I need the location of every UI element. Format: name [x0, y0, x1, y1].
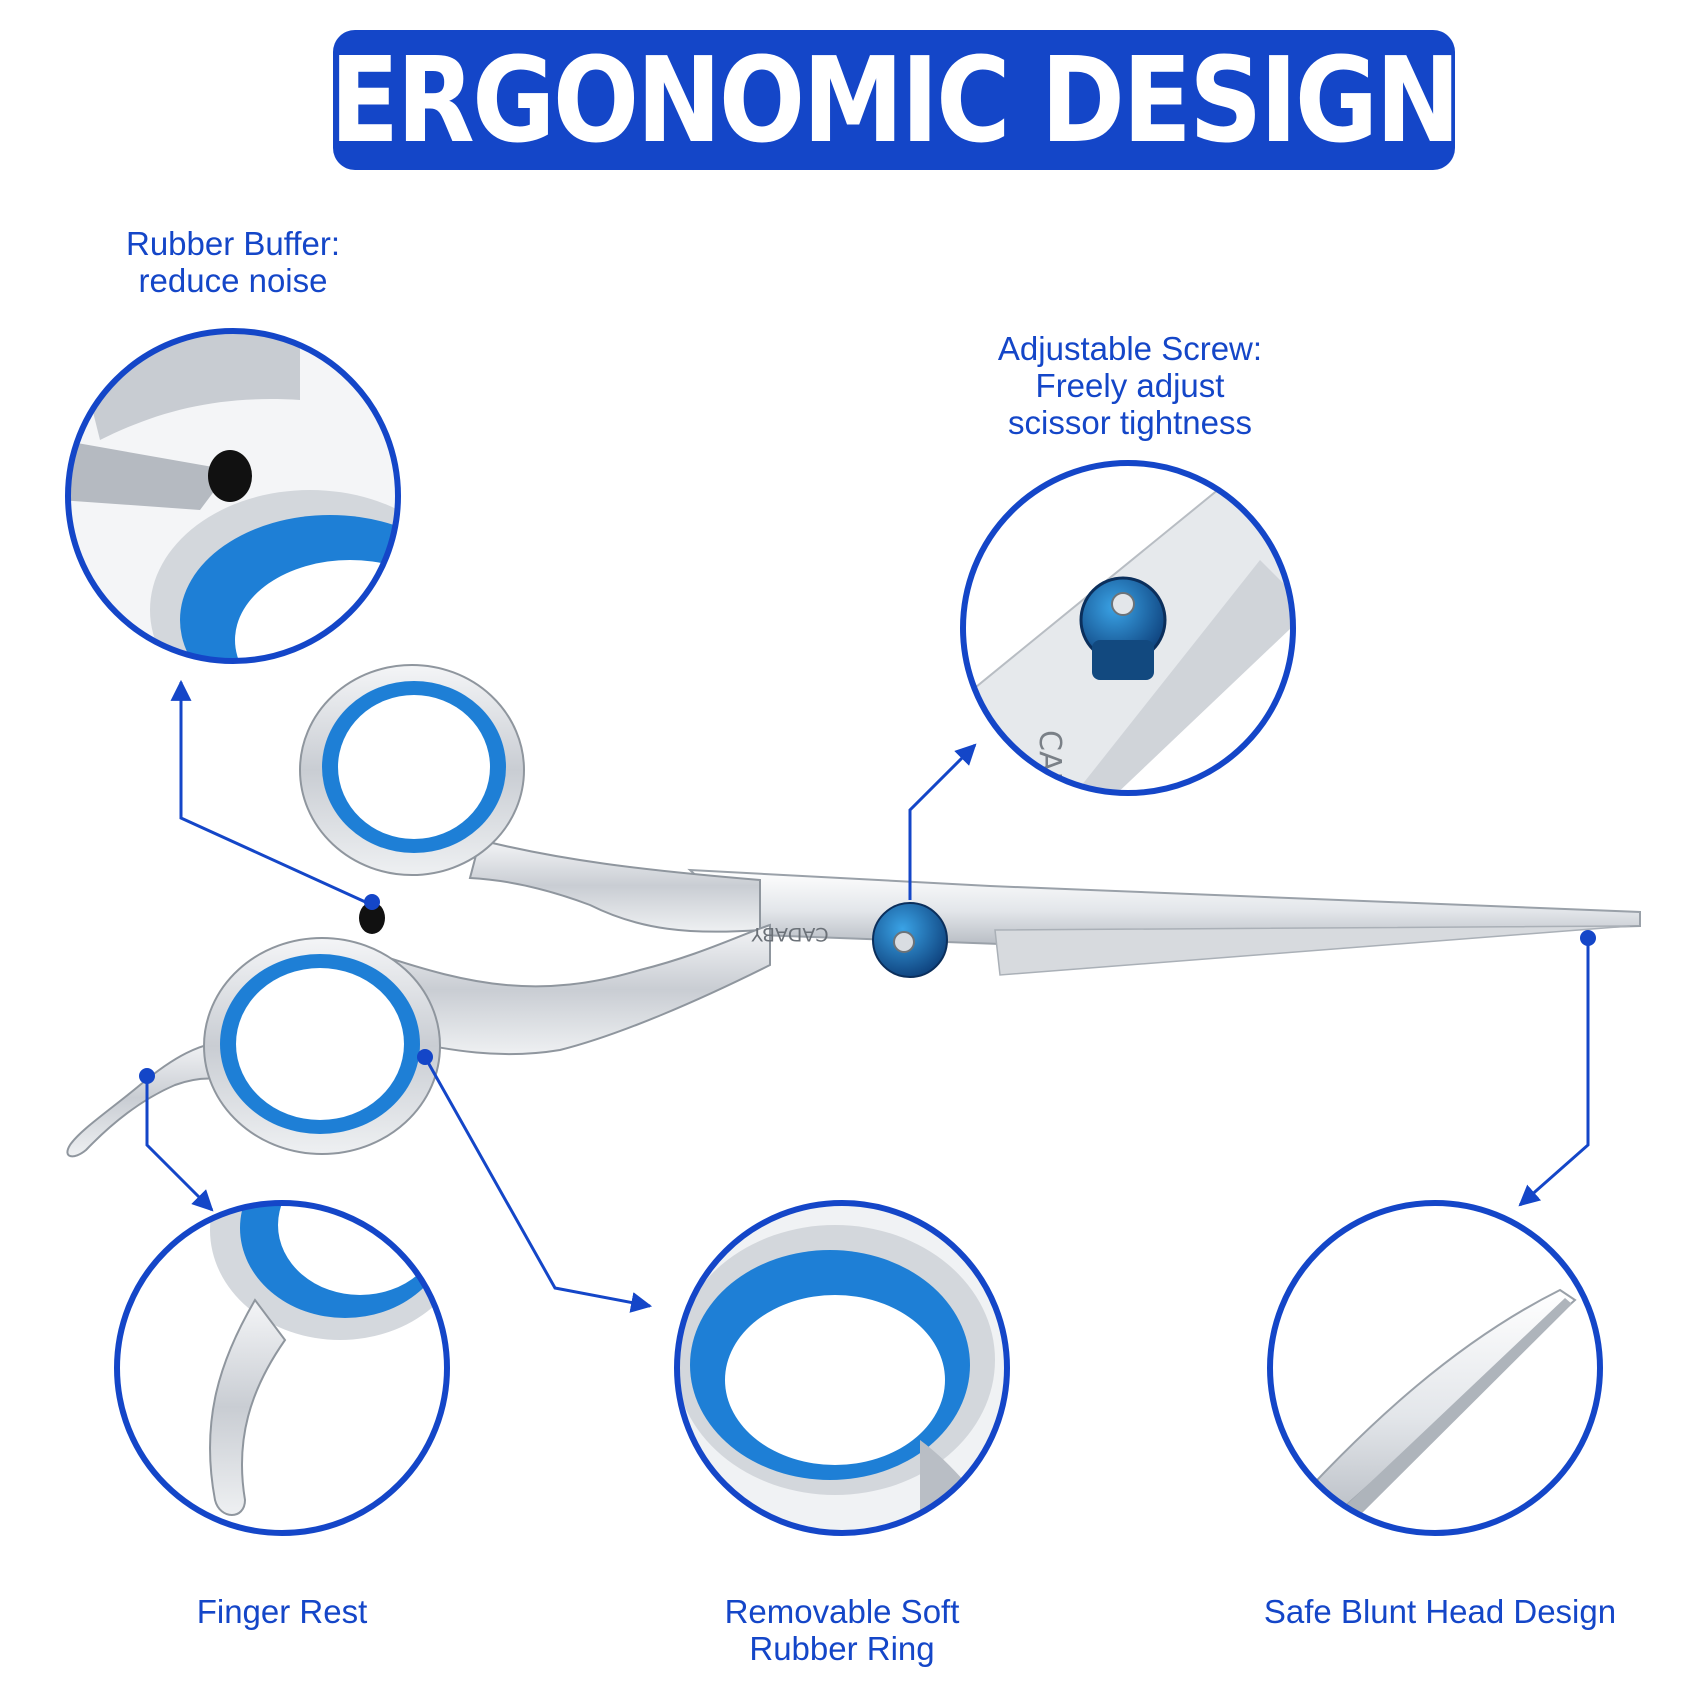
zoom-circle — [674, 1200, 1010, 1536]
zoom-circle: CAD — [960, 460, 1296, 796]
page-title: ERGONOMIC DESIGN — [329, 31, 1461, 169]
finger-rest-tang — [66, 1038, 252, 1158]
arrow-icon — [1518, 938, 1590, 1207]
label-line: scissor tightness — [1008, 404, 1252, 441]
label-line: Removable Soft — [724, 1593, 960, 1630]
anchor-dot — [139, 1068, 155, 1084]
arrow-icon — [170, 679, 373, 907]
label-rubber-ring: Removable Soft Rubber Ring — [682, 1593, 1002, 1667]
label-line: Safe Blunt Head Design — [1263, 1593, 1617, 1630]
arrow-icon — [908, 743, 977, 900]
lower-blade — [994, 925, 1631, 976]
rubber-buffer — [359, 902, 385, 934]
upper-finger-hole — [338, 695, 490, 839]
arrow-icon — [423, 1056, 653, 1313]
anchor-dot — [1580, 930, 1596, 946]
brand-engraving: CADABY — [751, 923, 829, 945]
label-line: Finger Rest — [196, 1593, 368, 1630]
label-adjustable-screw: Adjustable Screw: Freely adjust scissor … — [960, 330, 1300, 441]
label-line: reduce noise — [138, 262, 328, 299]
anchor-dot — [417, 1049, 433, 1065]
label-line: Rubber Buffer: — [125, 225, 341, 262]
label-finger-rest: Finger Rest — [132, 1593, 432, 1630]
label-rubber-buffer: Rubber Buffer: reduce noise — [83, 225, 383, 299]
label-line: Adjustable Screw: — [997, 330, 1263, 367]
pivot-screw-pin — [893, 931, 915, 953]
zoom-circle — [114, 1200, 450, 1536]
lower-finger-hole — [236, 968, 404, 1120]
label-blunt-head: Safe Blunt Head Design — [1240, 1593, 1640, 1630]
zoom-circle — [1267, 1200, 1603, 1536]
label-line: Rubber Ring — [749, 1630, 935, 1667]
scissors-illustration: CADABY — [66, 664, 1641, 1158]
upper-shank — [468, 838, 761, 933]
anchor-dot — [364, 894, 380, 910]
callout-lines — [145, 679, 1590, 1313]
callout-dots — [139, 894, 1596, 1084]
label-line: Freely adjust — [1035, 367, 1225, 404]
arrow-icon — [145, 1076, 214, 1212]
lower-shank — [378, 923, 771, 1056]
title-badge: ERGONOMIC DESIGN — [329, 30, 1461, 170]
